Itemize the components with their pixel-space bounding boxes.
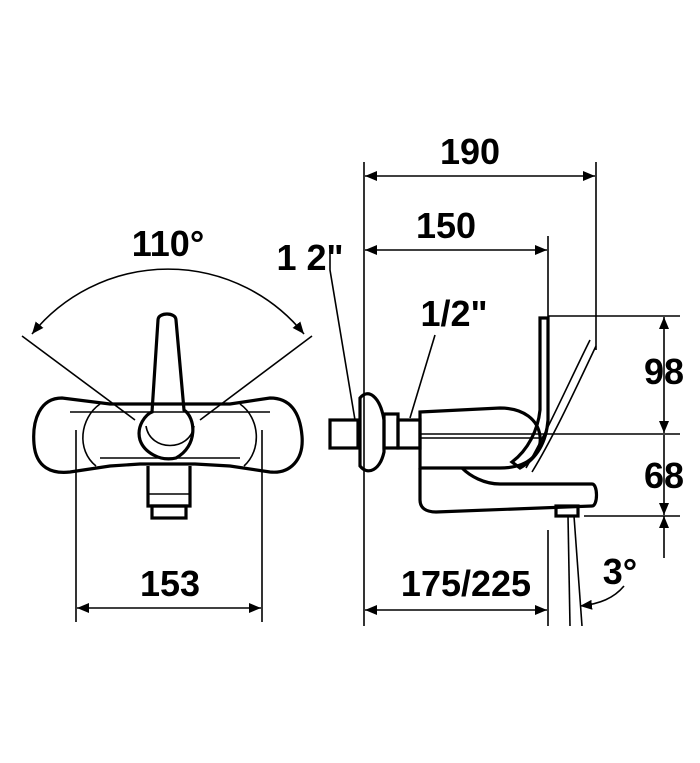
connector-ring xyxy=(382,412,400,450)
label-spout-angle: 3° xyxy=(603,551,637,592)
spout-axis-tilt xyxy=(573,515,583,627)
label-thread-outer: 1 2" xyxy=(276,237,343,278)
side-view xyxy=(328,162,680,627)
aerator-front xyxy=(150,504,188,520)
label-height-upper: 98 xyxy=(644,351,684,392)
body-side xyxy=(418,406,542,470)
mixer-body-outline xyxy=(32,396,304,474)
lever-side xyxy=(509,316,550,470)
front-view xyxy=(21,268,313,622)
spout-axis xyxy=(567,515,571,627)
lever-swing xyxy=(525,339,591,469)
wall-flange xyxy=(358,392,386,473)
angle-leg-left xyxy=(21,335,136,421)
spout-front xyxy=(146,466,192,508)
angle-leg-right xyxy=(199,335,313,421)
label-depth-total: 190 xyxy=(440,131,500,172)
left-end-cap xyxy=(82,403,101,467)
inner-thread-leader xyxy=(409,334,436,419)
inlet-arrow-line xyxy=(329,250,356,421)
mixer-lever xyxy=(137,312,195,461)
right-end-cap xyxy=(239,403,258,467)
nut xyxy=(396,418,422,450)
spout-side xyxy=(418,466,599,514)
handle-angle-arc xyxy=(31,268,305,335)
label-depth-body: 150 xyxy=(416,205,476,246)
label-width-front: 153 xyxy=(140,563,200,604)
label-projection: 175/225 xyxy=(401,563,531,604)
label-thread-inner: 1/2" xyxy=(420,293,487,334)
inlet-pipe xyxy=(328,418,360,450)
spout-angle-arc xyxy=(579,585,625,610)
label-height-lower: 68 xyxy=(644,455,684,496)
lever-base xyxy=(145,425,195,447)
lever-swing-2 xyxy=(531,345,597,473)
aerator-side xyxy=(554,504,580,518)
label-angle-handle: 110° xyxy=(132,223,204,264)
